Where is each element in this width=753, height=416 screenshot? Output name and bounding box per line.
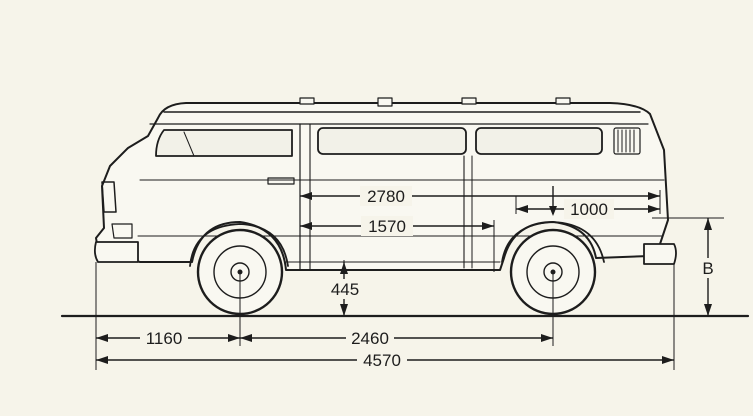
roof-rack-mount-4 (555, 97, 571, 105)
rear-vent-grille (613, 127, 641, 155)
dimension-ground-clearance: 445 (324, 262, 366, 316)
side-window-middle (317, 127, 467, 155)
front-indicator (111, 223, 133, 239)
overall-length-label: 4570 (363, 351, 401, 370)
rear-bumper (643, 243, 677, 265)
roof-rack-mount-3 (461, 97, 477, 105)
roof-rack-mount-1 (299, 97, 315, 105)
dimension-front-overhang: 1160 (96, 328, 240, 348)
dimension-overall-length: 4570 (96, 350, 674, 370)
headlight (101, 181, 117, 213)
roof-rack-mount-2 (377, 97, 393, 107)
wiper (183, 131, 195, 157)
van-outline (93, 97, 677, 271)
front-overhang-label: 1160 (146, 329, 183, 348)
height-b-label: B (702, 259, 713, 278)
dimension-rear-opening: 1000 (516, 186, 660, 219)
cab-door-handle (267, 177, 295, 185)
dimension-height-b: B (698, 218, 718, 316)
rear-opening-label: 1000 (570, 200, 608, 219)
cab-window (155, 129, 293, 157)
dimension-load-length: 2780 (300, 186, 660, 206)
wheelbase-label: 2460 (351, 329, 389, 348)
front-wheel-arch (189, 223, 289, 267)
side-window-rear (475, 127, 603, 155)
extension-lines (95, 190, 724, 370)
dimension-side-door: 1570 (300, 216, 494, 236)
rear-wheel-arch (501, 221, 605, 263)
ground-clearance-label: 445 (331, 280, 359, 299)
load-length-label: 2780 (367, 187, 405, 206)
dimension-wheelbase: 2460 (240, 328, 553, 348)
side-door-label: 1570 (368, 217, 406, 236)
front-bumper (93, 241, 139, 263)
